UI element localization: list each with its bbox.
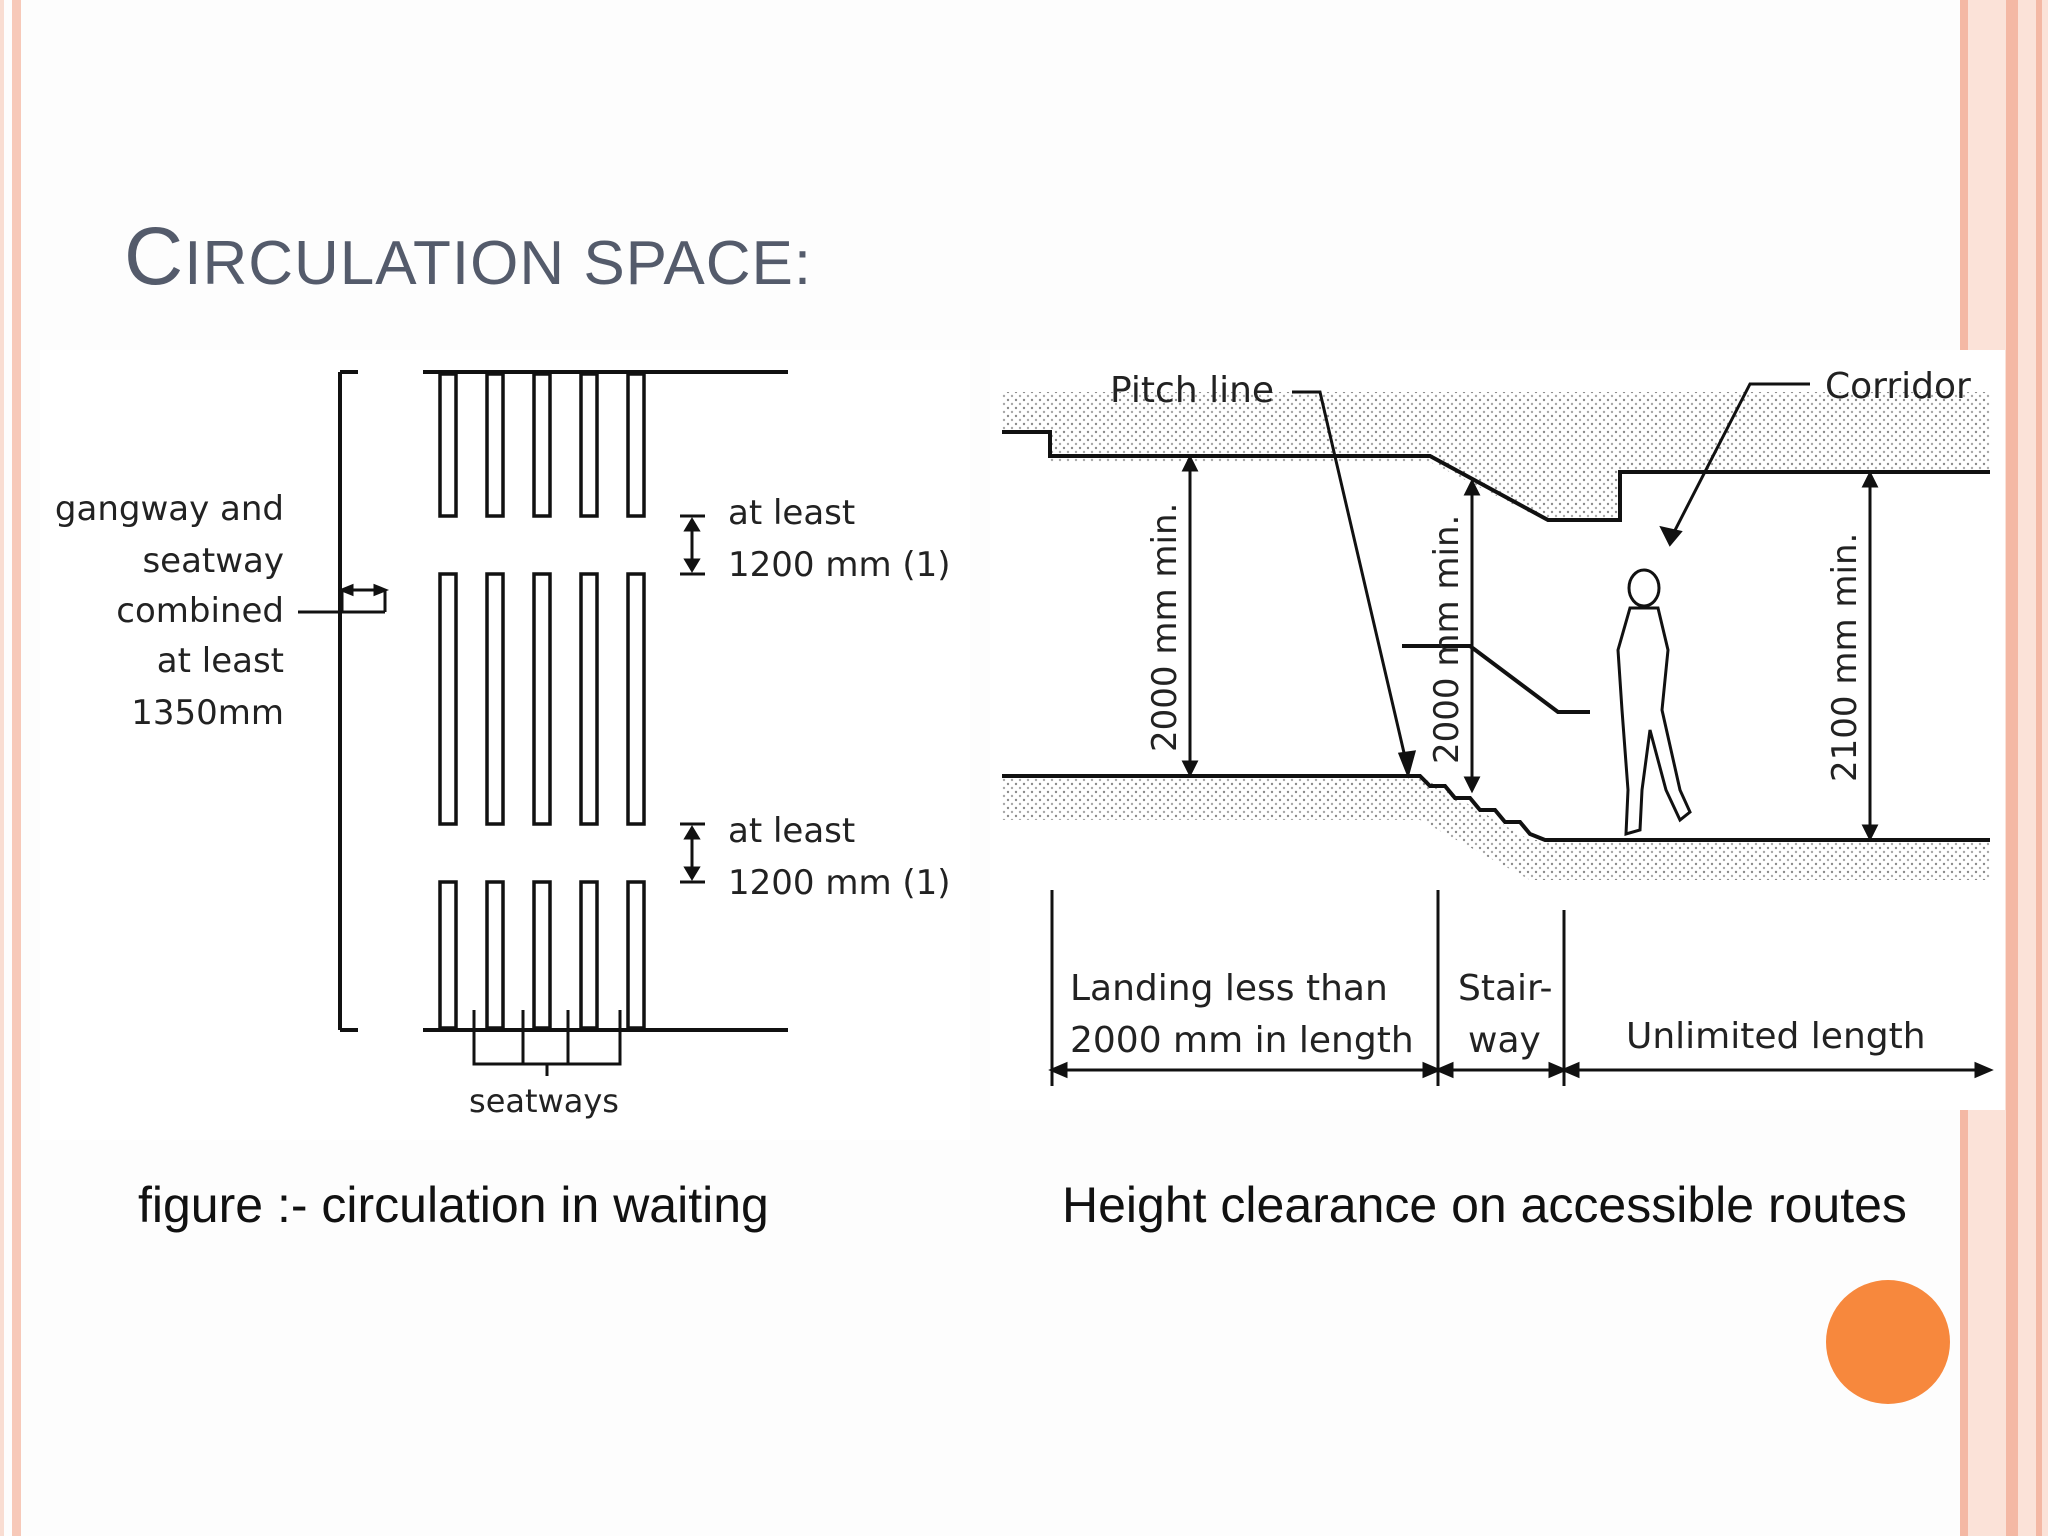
slide-frame-left — [12, 0, 21, 1536]
floor-and-stair-line — [1002, 774, 1990, 842]
gap-label-2-line: 1200 mm (1) — [728, 863, 951, 903]
overall-bracket — [338, 370, 358, 1032]
slide-frame-right-stripe — [2036, 0, 2042, 1536]
waiting-circulation-figure: gangway and seatway combined at least 13… — [40, 350, 970, 1140]
seat-bar — [626, 372, 646, 518]
slide-frame-left-outer — [0, 0, 4, 1536]
title-initial: C — [124, 211, 185, 302]
gap-label-2-line: at least — [728, 811, 855, 851]
segment-stair-line: Stair- — [1458, 968, 1553, 1009]
gangway-label-line: at least — [157, 641, 284, 681]
height-clearance-figure: Pitch line Corridor Landing less than 20… — [990, 350, 2005, 1110]
gangway-label-line: gangway and — [55, 489, 284, 529]
seat-bar — [485, 572, 505, 826]
seatways-label: seatways — [469, 1082, 619, 1120]
waiting-circulation-diagram: gangway and seatway combined at least 13… — [55, 370, 951, 1120]
handrail — [1402, 644, 1590, 714]
slide-frame-right-stripe — [2006, 0, 2018, 1536]
seat-bar — [438, 572, 458, 826]
person-figure — [1616, 568, 1692, 837]
seat-bar — [626, 572, 646, 826]
dim-landing-label: 2000 mm min. — [1145, 503, 1185, 752]
floor-hatch — [1002, 776, 1990, 880]
gangway-label-line: seatway — [142, 541, 284, 581]
segment-landing-line: Landing less than — [1070, 968, 1388, 1009]
gap-label-1-line: 1200 mm (1) — [728, 545, 951, 585]
pitch-line-label: Pitch line — [1110, 370, 1274, 411]
seat-bar — [532, 372, 552, 518]
seat-bar — [438, 372, 458, 518]
dim-stair-label: 2000 mm min. — [1427, 515, 1467, 764]
right-figure-caption: Height clearance on accessible routes — [1062, 1177, 1907, 1233]
seat-bar — [532, 880, 552, 1030]
height-clearance-diagram: Pitch line Corridor Landing less than 20… — [1002, 366, 1994, 1086]
accent-circle — [1826, 1280, 1950, 1404]
seat-bar — [438, 880, 458, 1030]
corridor-label: Corridor — [1825, 366, 1971, 407]
ceiling-hatch — [1002, 392, 1990, 522]
slide-title: CIRCULATION SPACE: — [124, 210, 812, 304]
seat-bar — [579, 372, 599, 518]
gap-label-1-line: at least — [728, 493, 855, 533]
seatways-bracket — [472, 1010, 622, 1076]
gangway-dimension — [298, 583, 390, 614]
seat-bar — [485, 372, 505, 518]
gangway-label-line: 1350mm — [131, 693, 284, 733]
seat-bar — [532, 572, 552, 826]
seat-bar — [485, 880, 505, 1030]
left-figure-caption: figure :- circulation in waiting — [138, 1177, 769, 1233]
seat-bar — [579, 880, 599, 1030]
ceiling-line — [1002, 430, 1990, 522]
dim-corridor-label: 2100 mm min. — [1825, 533, 1865, 782]
gangway-label-line: combined — [116, 591, 284, 631]
seat-bar — [579, 572, 599, 826]
seat-bar — [626, 880, 646, 1030]
title-rest: IRCULATION SPACE: — [184, 229, 813, 298]
segment-unlimited-label: Unlimited length — [1626, 1016, 1926, 1057]
segment-stair-line: way — [1468, 1020, 1541, 1061]
segment-landing-line: 2000 mm in length — [1070, 1020, 1414, 1061]
seat-rows — [438, 372, 646, 1030]
